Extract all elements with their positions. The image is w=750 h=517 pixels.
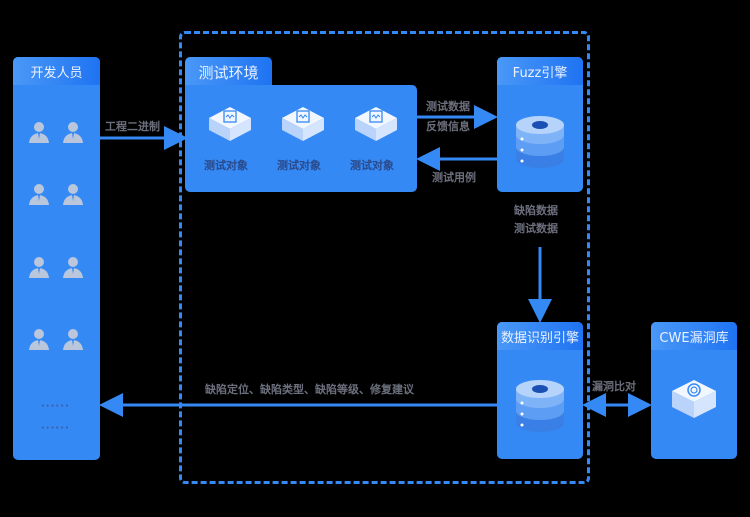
developers-panel: 开发人员 <box>13 57 100 460</box>
edge-label-test-case: 测试用例 <box>432 171 476 184</box>
person-icon <box>63 122 83 143</box>
edge-label-binary: 工程二进制 <box>105 120 160 133</box>
edge-label-test-data: 测试数据 <box>426 100 470 113</box>
monitor-cube-icon <box>209 107 251 141</box>
test-object-label: 测试对象 <box>204 159 248 172</box>
system-boundary-frame <box>179 31 590 484</box>
test-object-label: 测试对象 <box>277 159 321 172</box>
database-icon <box>516 380 564 432</box>
developers-title: 开发人员 <box>13 57 100 85</box>
more-developers-ellipsis: ······ <box>41 401 70 412</box>
test-env-title: 测试环境 <box>198 63 259 82</box>
cwe-db-title: CWE漏洞库 <box>651 322 737 350</box>
edge-label-test-data-2: 测试数据 <box>514 222 558 235</box>
edge-label-defect-data: 缺陷数据 <box>514 204 558 217</box>
monitor-cube-icon <box>355 107 397 141</box>
radar-cube-icon <box>672 380 716 418</box>
test-object-label: 测试对象 <box>350 159 394 172</box>
more-developers-ellipsis: ······ <box>41 423 70 434</box>
person-icon <box>29 184 49 205</box>
monitor-cube-icon <box>282 107 324 141</box>
database-icon <box>516 116 564 168</box>
edge-label-feedback: 反馈信息 <box>426 120 470 133</box>
data-engine-title: 数据识别引擎 <box>497 322 583 350</box>
person-icon <box>29 122 49 143</box>
person-icon <box>63 184 83 205</box>
edge-label-results: 缺陷定位、缺陷类型、缺陷等级、修复建议 <box>205 383 414 396</box>
test-env-tab: 测试环境 <box>185 57 272 87</box>
edge-label-compare: 漏洞比对 <box>592 380 636 393</box>
person-icon <box>63 257 83 278</box>
person-icon <box>29 257 49 278</box>
fuzz-engine-title: Fuzz引擎 <box>497 57 583 85</box>
person-icon <box>29 329 49 350</box>
person-icon <box>63 329 83 350</box>
